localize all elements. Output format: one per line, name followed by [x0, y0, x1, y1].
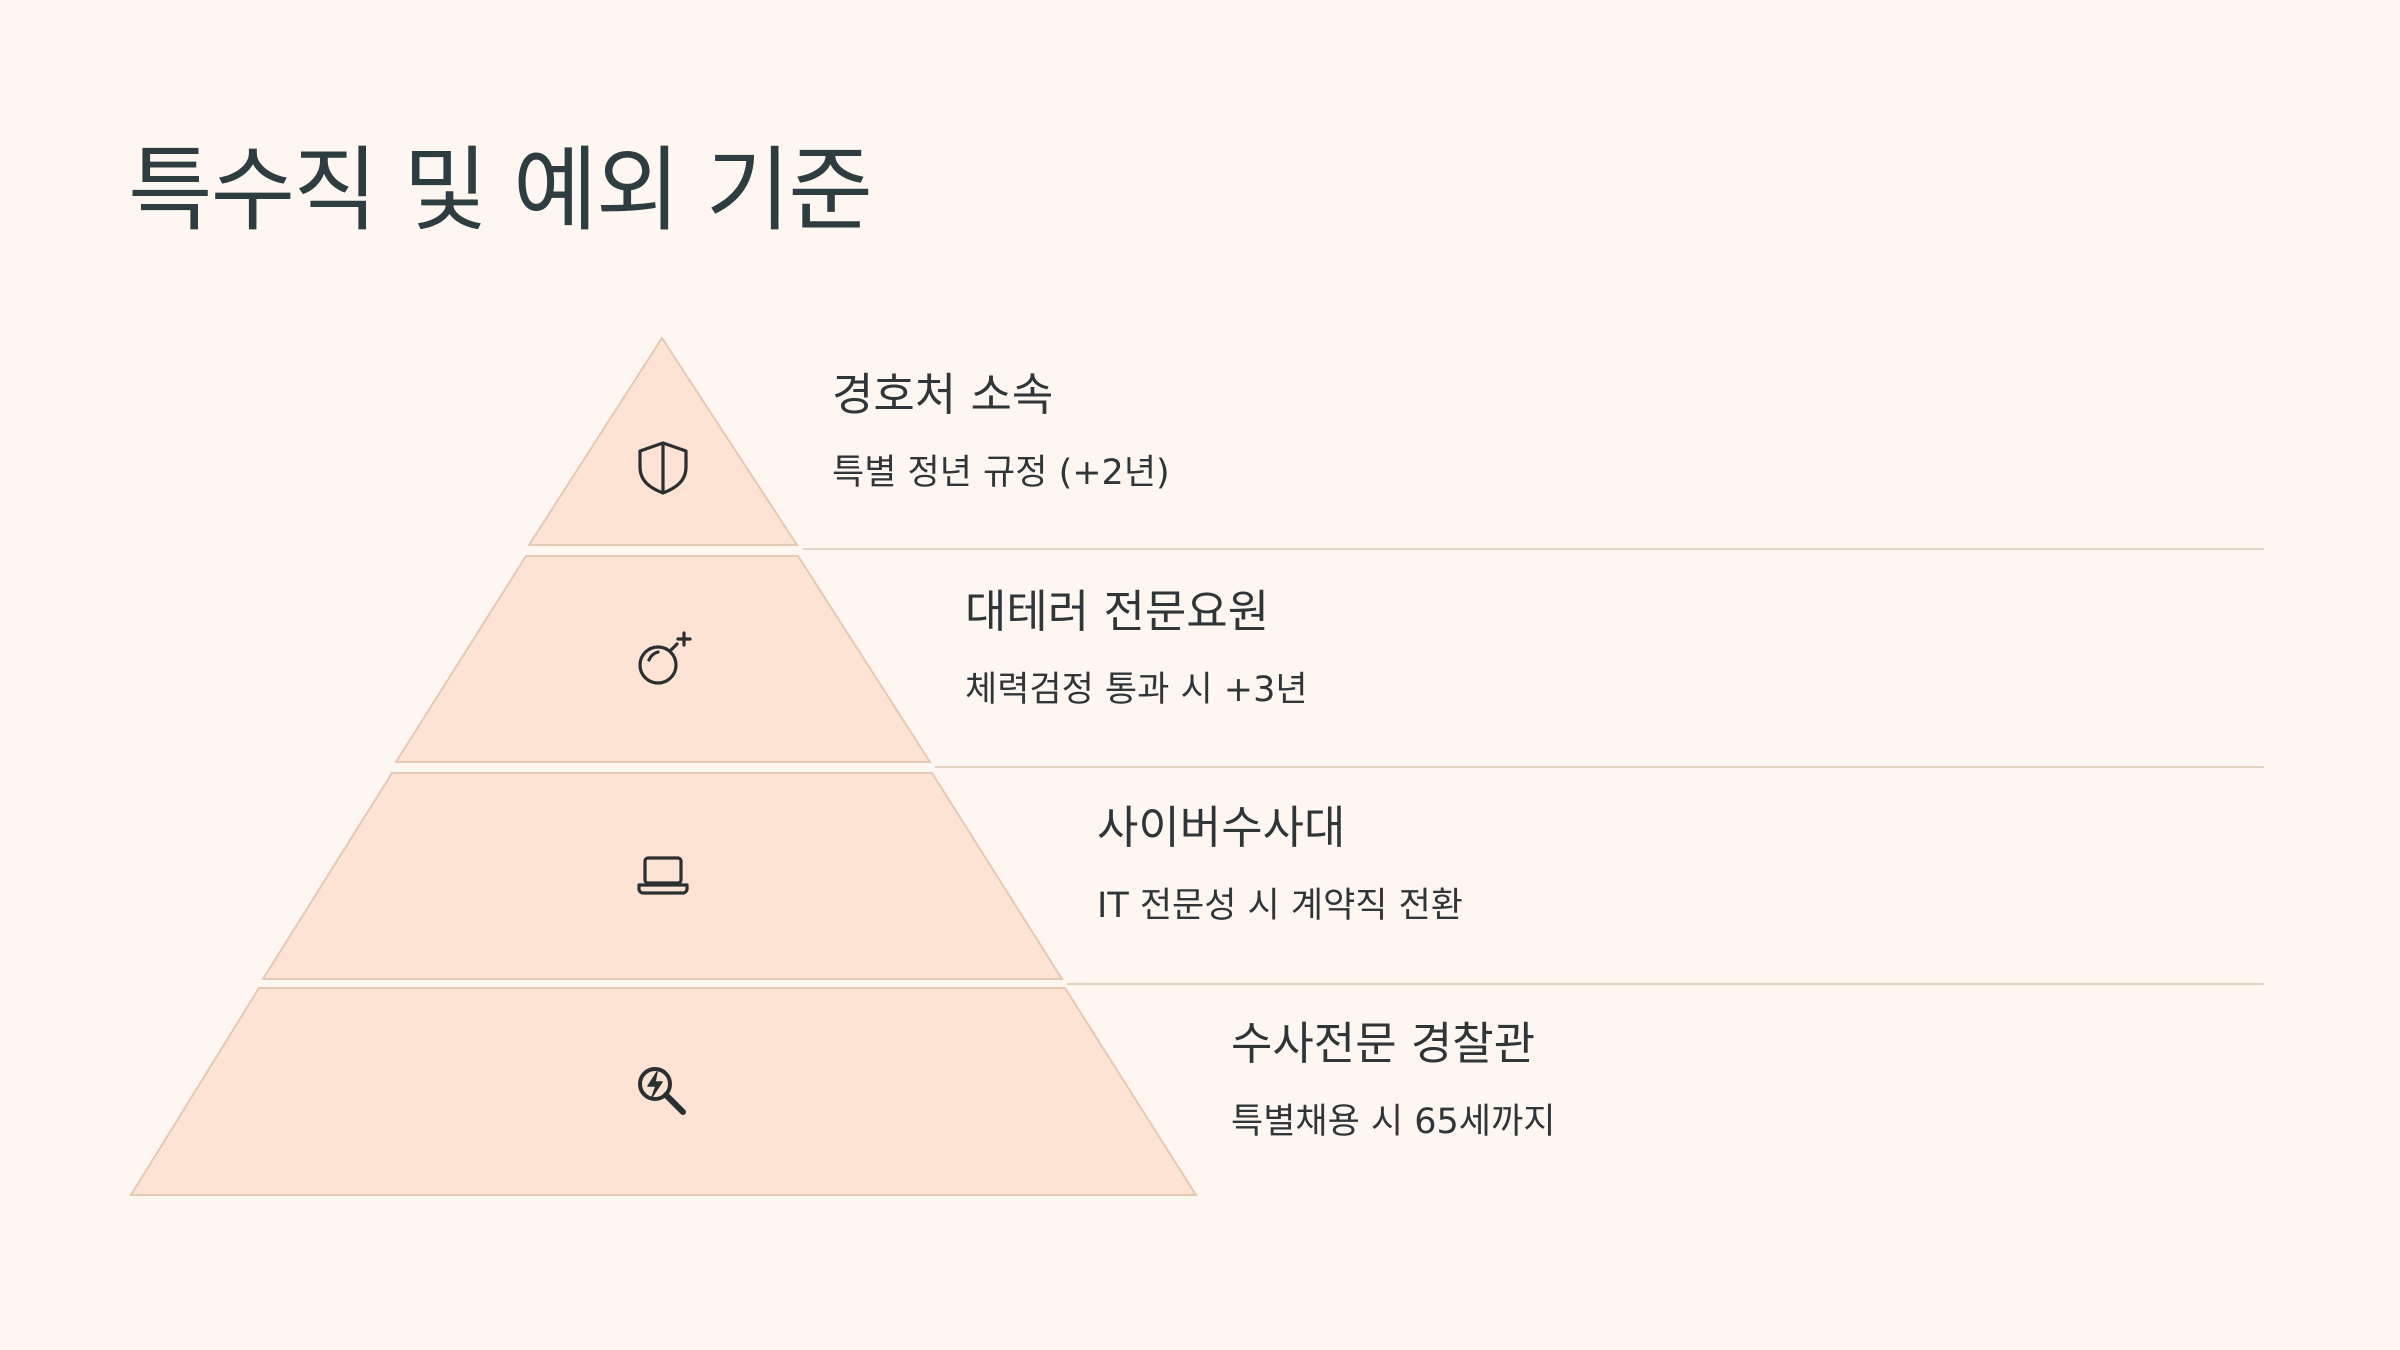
bomb-icon: [638, 631, 692, 685]
shield-icon: [638, 441, 688, 495]
pyramid-tier-2: [394, 555, 932, 763]
tier-4-title: 수사전문 경찰관: [1231, 1017, 1536, 1070]
tier-3-desc: IT 전문성 시 계약직 전환: [1097, 886, 1464, 926]
tier-1-title: 경호처 소속: [832, 368, 1054, 421]
page-title: 특수직 및 예외 기준: [128, 137, 873, 244]
pyramid-tier-4: [129, 987, 1198, 1196]
tier-2-desc: 체력검정 통과 시 +3년: [965, 670, 1308, 710]
tier-3-title: 사이버수사대: [1097, 801, 1346, 854]
tier-2-text: 대테러 전문요원 체력검정 통과 시 +3년: [965, 585, 1308, 711]
tier-4-desc: 특별채용 시 65세까지: [1231, 1102, 1556, 1142]
tier-4-text: 수사전문 경찰관 특별채용 시 65세까지: [1231, 1017, 1555, 1143]
pyramid-tier-3: [261, 772, 1064, 980]
tier-3-text: 사이버수사대 IT 전문성 시 계약직 전환: [1097, 801, 1463, 927]
search-bolt-icon: [638, 1067, 686, 1115]
laptop-icon: [637, 856, 689, 895]
tier-1-desc: 특별 정년 규정 (+2년): [832, 453, 1170, 493]
tier-2-title: 대테러 전문요원: [965, 585, 1270, 638]
tier-1-text: 경호처 소속 특별 정년 규정 (+2년): [832, 368, 1170, 494]
